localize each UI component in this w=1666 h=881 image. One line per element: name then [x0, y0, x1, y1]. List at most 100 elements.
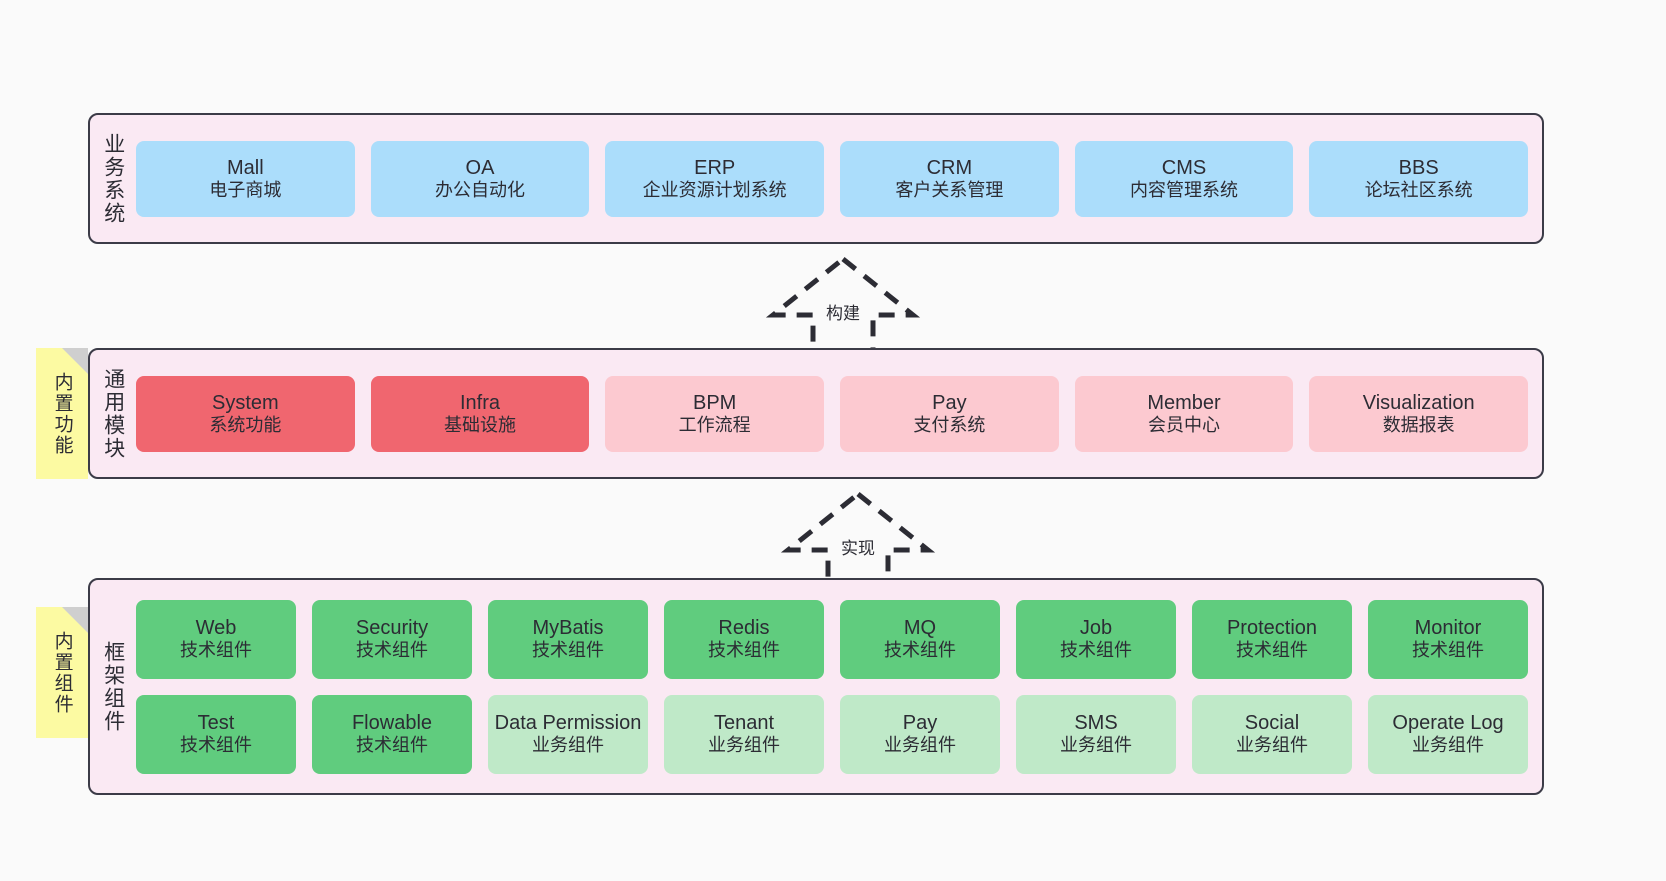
- component-flowable[interactable]: Flowable 技术组件: [312, 694, 472, 774]
- layer-framework-components: 框架组件 Web 技术组件 Security 技术组件 MyBatis 技术组件…: [88, 578, 1544, 795]
- component-security-name: Security: [355, 617, 429, 640]
- framework-row-2: Test 技术组件 Flowable 技术组件 Data Permission …: [136, 694, 1528, 774]
- module-cms[interactable]: CMS 内容管理系统: [1074, 140, 1294, 217]
- module-bpm-name: BPM: [693, 391, 737, 414]
- component-test[interactable]: Test 技术组件: [136, 694, 296, 774]
- layer-common-modules: 通用模块 System 系统功能 Infra 基础设施 BPM 工作流程 Pay…: [88, 348, 1544, 479]
- module-infra[interactable]: Infra 基础设施: [370, 375, 590, 452]
- component-web-name: Web: [195, 617, 237, 640]
- module-erp-name: ERP: [694, 156, 736, 179]
- component-mq[interactable]: MQ 技术组件: [840, 599, 1000, 679]
- layer-business-body: Mall 电子商城 OA 办公自动化 ERP 企业资源计划系统 CRM 客户关系…: [136, 115, 1542, 242]
- component-mybatis-name: MyBatis: [532, 617, 604, 640]
- folded-corner-icon: [62, 607, 88, 633]
- module-member-name: Member: [1147, 391, 1221, 414]
- component-sms-desc: 业务组件: [1060, 735, 1132, 756]
- framework-row-1: Web 技术组件 Security 技术组件 MyBatis 技术组件 Redi…: [136, 599, 1528, 679]
- component-mybatis[interactable]: MyBatis 技术组件: [488, 599, 648, 679]
- module-infra-name: Infra: [459, 391, 501, 414]
- component-operate-log-desc: 业务组件: [1412, 735, 1484, 756]
- sticky-note-builtin-component[interactable]: 内置组件: [36, 607, 88, 738]
- connector-build: 构建: [743, 253, 943, 361]
- component-tenant[interactable]: Tenant 业务组件: [664, 694, 824, 774]
- module-erp-desc: 企业资源计划系统: [642, 179, 787, 200]
- module-visualization[interactable]: Visualization 数据报表: [1309, 375, 1529, 452]
- module-oa-desc: 办公自动化: [435, 179, 525, 200]
- component-mq-name: MQ: [903, 617, 937, 640]
- business-row: Mall 电子商城 OA 办公自动化 ERP 企业资源计划系统 CRM 客户关系…: [136, 140, 1529, 217]
- module-member-desc: 会员中心: [1148, 414, 1221, 435]
- component-web-desc: 技术组件: [180, 640, 252, 661]
- component-sms-name: SMS: [1074, 712, 1118, 735]
- layer-framework-title: 框架组件: [101, 640, 125, 733]
- component-job-name: Job: [1079, 617, 1113, 640]
- sticky-note-builtin-feature[interactable]: 内置功能: [36, 348, 88, 479]
- module-bpm[interactable]: BPM 工作流程: [605, 375, 825, 452]
- module-bpm-desc: 工作流程: [678, 414, 751, 435]
- component-tenant-name: Tenant: [713, 712, 775, 735]
- component-social-name: Social: [1244, 712, 1300, 735]
- module-crm[interactable]: CRM 客户关系管理: [840, 140, 1059, 217]
- component-mybatis-desc: 技术组件: [532, 640, 604, 661]
- component-protection[interactable]: Protection 技术组件: [1192, 599, 1352, 679]
- component-flowable-name: Flowable: [351, 712, 433, 735]
- component-data-permission[interactable]: Data Permission 业务组件: [488, 694, 648, 774]
- sticky-note-builtin-feature-label: 内置功能: [51, 371, 73, 456]
- module-bbs-desc: 论坛社区系统: [1364, 179, 1473, 200]
- layer-business-systems: 业务系统 Mall 电子商城 OA 办公自动化 ERP 企业资源计划系统 CRM…: [88, 113, 1544, 244]
- component-pay-name: Pay: [902, 712, 938, 735]
- module-oa[interactable]: OA 办公自动化: [370, 140, 590, 217]
- module-bbs[interactable]: BBS 论坛社区系统: [1309, 140, 1529, 217]
- component-security-desc: 技术组件: [356, 640, 428, 661]
- component-security[interactable]: Security 技术组件: [312, 599, 472, 679]
- component-data-permission-name: Data Permission: [494, 712, 642, 735]
- component-monitor-desc: 技术组件: [1412, 640, 1484, 661]
- component-operate-log[interactable]: Operate Log 业务组件: [1368, 694, 1528, 774]
- sticky-note-builtin-component-label: 内置组件: [51, 630, 73, 715]
- component-protection-name: Protection: [1226, 617, 1318, 640]
- module-infra-desc: 基础设施: [444, 414, 516, 435]
- module-pay[interactable]: Pay 支付系统: [840, 375, 1059, 452]
- module-pay-name: Pay: [932, 391, 967, 414]
- common-row: System 系统功能 Infra 基础设施 BPM 工作流程 Pay 支付系统…: [136, 375, 1529, 452]
- component-protection-desc: 技术组件: [1236, 640, 1308, 661]
- component-redis[interactable]: Redis 技术组件: [664, 599, 824, 679]
- module-system-name: System: [211, 391, 279, 414]
- component-monitor-name: Monitor: [1414, 617, 1482, 640]
- component-redis-desc: 技术组件: [708, 640, 780, 661]
- layer-business-title: 业务系统: [101, 132, 125, 225]
- module-member[interactable]: Member 会员中心: [1074, 375, 1294, 452]
- dashed-hollow-arrow-up-icon: [765, 255, 921, 358]
- layer-framework-body: Web 技术组件 Security 技术组件 MyBatis 技术组件 Redi…: [136, 580, 1542, 793]
- component-monitor[interactable]: Monitor 技术组件: [1368, 599, 1528, 679]
- component-flowable-desc: 技术组件: [356, 735, 428, 756]
- component-web[interactable]: Web 技术组件: [136, 599, 296, 679]
- component-tenant-desc: 业务组件: [708, 735, 780, 756]
- module-system[interactable]: System 系统功能: [136, 375, 355, 452]
- folded-corner-icon: [62, 348, 88, 374]
- component-pay[interactable]: Pay 业务组件: [840, 694, 1000, 774]
- component-mq-desc: 技术组件: [884, 640, 956, 661]
- module-mall-name: Mall: [227, 156, 264, 179]
- component-social-desc: 业务组件: [1236, 735, 1308, 756]
- layer-common-body: System 系统功能 Infra 基础设施 BPM 工作流程 Pay 支付系统…: [136, 350, 1542, 477]
- layer-common-title: 通用模块: [101, 367, 125, 460]
- module-cms-desc: 内容管理系统: [1130, 179, 1239, 200]
- component-test-desc: 技术组件: [180, 735, 252, 756]
- module-bbs-name: BBS: [1398, 156, 1439, 179]
- component-pay-desc: 业务组件: [884, 735, 956, 756]
- component-test-name: Test: [197, 712, 235, 735]
- component-social[interactable]: Social 业务组件: [1192, 694, 1352, 774]
- module-mall[interactable]: Mall 电子商城: [136, 140, 355, 217]
- module-visualization-name: Visualization: [1362, 391, 1475, 414]
- component-sms[interactable]: SMS 业务组件: [1016, 694, 1176, 774]
- component-operate-log-name: Operate Log: [1392, 712, 1504, 735]
- module-erp[interactable]: ERP 企业资源计划系统: [605, 140, 825, 217]
- component-redis-name: Redis: [718, 617, 770, 640]
- module-oa-name: OA: [465, 156, 495, 179]
- module-visualization-desc: 数据报表: [1382, 414, 1455, 435]
- module-crm-name: CRM: [926, 156, 973, 179]
- module-mall-desc: 电子商城: [209, 179, 282, 200]
- component-job[interactable]: Job 技术组件: [1016, 599, 1176, 679]
